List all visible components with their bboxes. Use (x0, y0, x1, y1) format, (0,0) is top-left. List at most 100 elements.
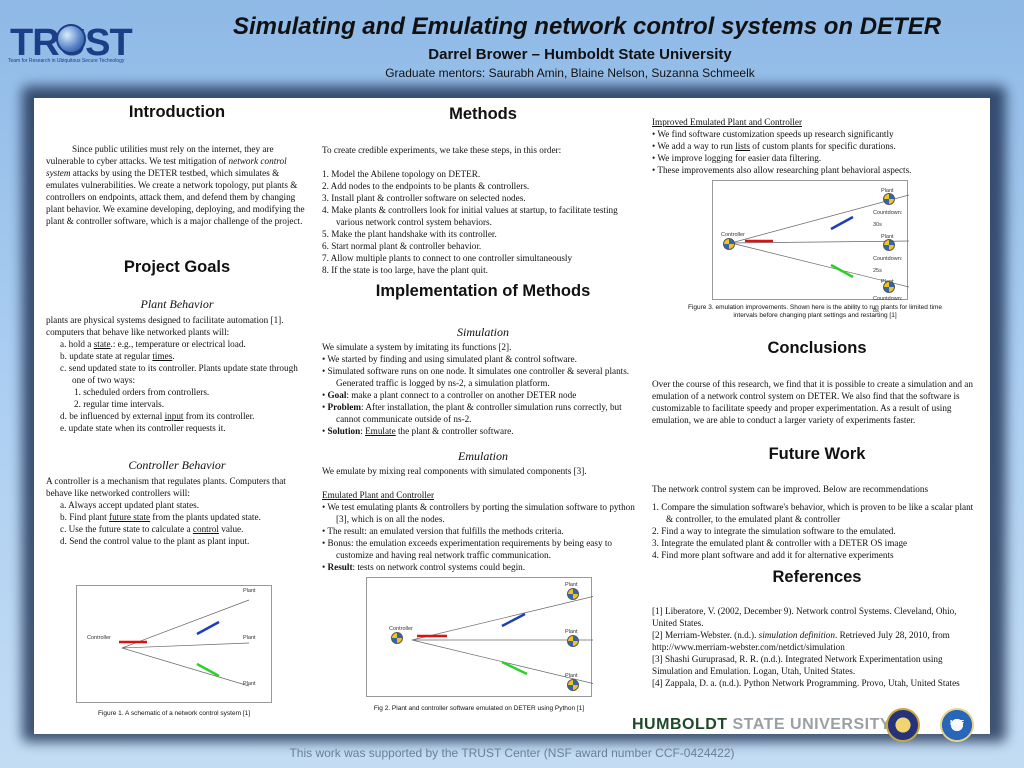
fig1-plant-flow-1 (196, 620, 220, 636)
fig3-countdown-2: Countdown: 25s (873, 256, 903, 274)
poster-panel: Introduction Since public utilities must… (34, 98, 990, 742)
simulation-intro: We simulate a system by imitating its fu… (322, 342, 512, 352)
fig2-plant-label-3: Plant (565, 673, 578, 679)
emulation-bullet-3: • Bonus: the emulation exceeds experimen… (322, 538, 612, 560)
plant-item-d: d. be influenced by external input from … (60, 411, 255, 421)
improved-section: Improved Emulated Plant and Controller •… (652, 116, 982, 176)
future-item: 2. Find a way to integrate the simulatio… (652, 526, 896, 536)
improved-bullet-4: • These improvements also allow research… (652, 165, 912, 175)
simulation-list: We simulate a system by imitating its fu… (322, 341, 644, 437)
fig3-link-bottom (730, 242, 910, 288)
reference-4: [4] Zappala, D. a. (n.d.). Python Networ… (652, 678, 960, 688)
simulation-bullet-1: • We started by finding and using simula… (322, 354, 577, 364)
controller-item-a: a. Always accept updated plant states. (60, 500, 200, 510)
controller-behavior-list: A controller is a mechanism that regulat… (46, 475, 308, 547)
fig3-controller-node-icon (723, 238, 735, 250)
poster-title: Simulating and Emulating network control… (232, 13, 942, 40)
fig2-plant-node-icon (567, 679, 579, 691)
controller-item-d: d. Send the control value to the plant a… (60, 536, 250, 546)
fig1-link-top (121, 599, 250, 649)
figure-2-caption: Fig 2. Plant and controller software emu… (373, 705, 585, 712)
conclusions-text: Over the course of this research, we fin… (652, 379, 973, 425)
plant-item-e: e. update state when its controller requ… (60, 423, 226, 433)
controller-behavior-heading: Controller Behavior (128, 458, 226, 472)
figure-1: Controller Plant Plant Plant (76, 585, 272, 703)
methods-intro: To create credible experiments, we take … (322, 145, 562, 155)
plant-item-c1: 1. scheduled orders from controllers. (74, 387, 210, 397)
fig3-plant-node-icon (883, 193, 895, 205)
poster-header: TRUST Team for Research in Ubiquitous Se… (0, 0, 1024, 92)
improved-bullet-3: • We improve logging for easier data fil… (652, 153, 822, 163)
fig2-plant-flow-2 (501, 660, 528, 676)
future-item: 1. Compare the simulation software's beh… (652, 502, 974, 524)
references-heading: References (772, 568, 862, 586)
improved-heading: Improved Emulated Plant and Controller (652, 117, 803, 127)
fig3-countdown-1: Countdown: 30s (873, 210, 903, 228)
simulation-solution: • Solution: Emulate the plant & controll… (322, 426, 514, 436)
method-step: 2. Add nodes to the endpoints to be plan… (322, 181, 530, 191)
globe-icon (56, 24, 86, 54)
fig3-plant-node-icon (883, 281, 895, 293)
future-work-list: The network control system can be improv… (652, 483, 982, 561)
method-step: 6. Start normal plant & controller behav… (322, 241, 482, 251)
plant-intro: plants are physical systems designed to … (46, 315, 284, 337)
method-step: 1. Model the Abilene topology on DETER. (322, 169, 481, 179)
plant-behavior-heading: Plant Behavior (140, 297, 214, 311)
goals-heading: Project Goals (123, 258, 231, 276)
plant-item-a: a. hold a state.: e.g., temperature or e… (60, 339, 246, 349)
footer-credit: This work was supported by the TRUST Cen… (289, 746, 735, 760)
reference-3: [3] Shashi Guruprasad, R. R. (n.d.). Int… (652, 654, 943, 676)
simulation-bullet-2: • Simulated software runs on one node. I… (322, 366, 630, 388)
plant-item-c: c. send updated state to its controller.… (60, 363, 298, 385)
fig3-plant-label-2: Plant (881, 234, 894, 240)
fig2-plant-node-icon (567, 635, 579, 647)
figure-3-diagram (730, 194, 910, 288)
figure-2-diagram (411, 595, 596, 685)
humboldt-logo: HUMBOLDT STATE UNIVERSITY (632, 716, 892, 733)
method-step: 8. If the state is too large, have the p… (322, 265, 488, 275)
future-intro: The network control system can be improv… (652, 484, 929, 494)
fig1-controller-label: Controller (87, 635, 111, 641)
controller-item-c: c. Use the future state to calculate a c… (60, 524, 244, 534)
controller-item-b: b. Find plant future state from the plan… (60, 512, 261, 522)
future-item: 4. Find more plant software and add it f… (652, 550, 894, 560)
nsf-logo: NSF (940, 708, 974, 742)
fig1-link-bottom (121, 647, 250, 687)
trust-logo-tagline: Team for Research in Ubiquitous Secure T… (8, 58, 125, 64)
intro-paragraph: Since public utilities must rely on the … (46, 144, 305, 226)
simulation-heading: Simulation (456, 325, 509, 339)
figure-1-diagram (119, 599, 250, 687)
method-step: 3. Install plant & controller software o… (322, 193, 526, 203)
plant-item-c2: 2. regular time intervals. (74, 399, 165, 409)
reference-1: [1] Liberatore, V. (2002, December 9). N… (652, 606, 957, 628)
fig3-plant-label-1: Plant (881, 188, 894, 194)
method-step: 4. Make plants & controllers look for in… (322, 205, 618, 227)
fig1-plant-label-2: Plant (243, 635, 256, 641)
emulation-intro: We emulate by mixing real components wit… (322, 466, 587, 476)
fig2-plant-label-2: Plant (565, 629, 578, 635)
poster-author: Darrel Brower – Humboldt State Universit… (428, 46, 732, 63)
fig3-link-mid (730, 240, 910, 244)
fig2-controller-node-icon (391, 632, 403, 644)
emulation-list: We emulate by mixing real components wit… (322, 465, 644, 573)
nsf-logo-text: NSF (950, 720, 964, 727)
emulation-heading: Emulation (458, 449, 508, 463)
method-step: 7. Allow multiple plants to connect to o… (322, 253, 573, 263)
fig2-plant-label-1: Plant (565, 582, 578, 588)
plant-behavior-list: plants are physical systems designed to … (46, 314, 308, 434)
university-seal-icon (886, 708, 920, 742)
conclusions-heading: Conclusions (767, 339, 867, 357)
fig3-countdown-3: Countdown: 8s (873, 296, 903, 314)
figure-3: Controller Plant Countdown: 30s Plant Co… (712, 180, 910, 314)
emulation-bullet-1: • We test emulating plants & controllers… (322, 502, 635, 524)
figure-1-caption: Figure 1. A schematic of a network contr… (97, 710, 251, 717)
fig3-plant-flow-2 (830, 263, 854, 279)
plant-item-b: b. update state at regular times. (60, 351, 175, 361)
method-step: 5. Make the plant handshake with its con… (322, 229, 497, 239)
fig1-plant-flow-2 (196, 662, 220, 678)
future-work-heading: Future Work (768, 445, 866, 463)
fig2-link-top (411, 595, 596, 641)
fig3-plant-node-icon (883, 239, 895, 251)
figure-3-caption: Figure 3. emulation improvements. Shown … (688, 304, 942, 319)
fig2-controller-label: Controller (389, 626, 413, 632)
